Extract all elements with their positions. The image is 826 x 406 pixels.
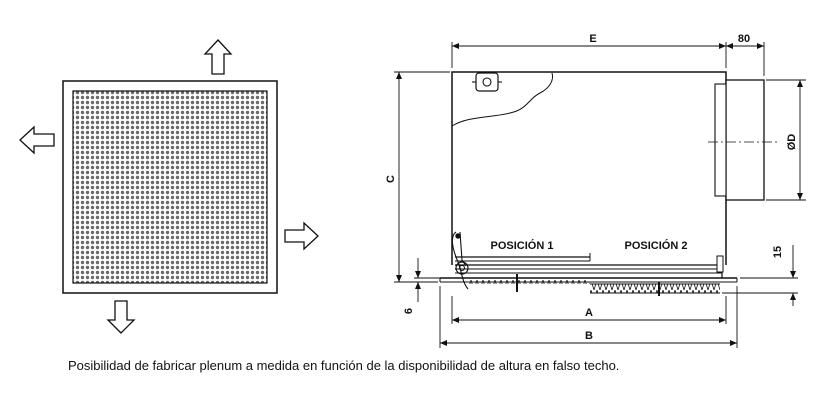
dimension-lines <box>394 42 806 348</box>
dim-label-c: C <box>385 175 397 183</box>
grille-mesh <box>72 90 268 284</box>
arrow-right-icon <box>284 221 319 251</box>
plenum-body <box>451 71 727 265</box>
duct-collar <box>725 79 765 201</box>
grille-front-view <box>62 80 278 294</box>
position-1-label: POSICIÓN 1 <box>491 239 554 252</box>
arrow-down-icon <box>106 300 136 334</box>
position-2-label: POSICIÓN 2 <box>625 239 688 252</box>
collar-flange <box>714 83 727 197</box>
dim-label-b: B <box>585 330 593 342</box>
dim-label-e: E <box>589 33 596 45</box>
dim-label-80: 80 <box>738 33 750 45</box>
arrow-left-icon <box>19 125 55 155</box>
dim-label-15: 15 <box>772 246 784 258</box>
cutaway-line <box>451 72 553 127</box>
caption: Posibilidad de fabricar plenum a medida … <box>68 358 620 373</box>
plenum-side-view <box>439 71 778 296</box>
filter-position-2 <box>590 284 720 293</box>
dim-label-diameter-d: ØD <box>786 134 798 151</box>
filter-position-1 <box>468 280 590 284</box>
arrow-up-icon <box>203 39 233 75</box>
dim-label-a: A <box>585 307 593 319</box>
dim-label-6: 6 <box>403 308 415 314</box>
